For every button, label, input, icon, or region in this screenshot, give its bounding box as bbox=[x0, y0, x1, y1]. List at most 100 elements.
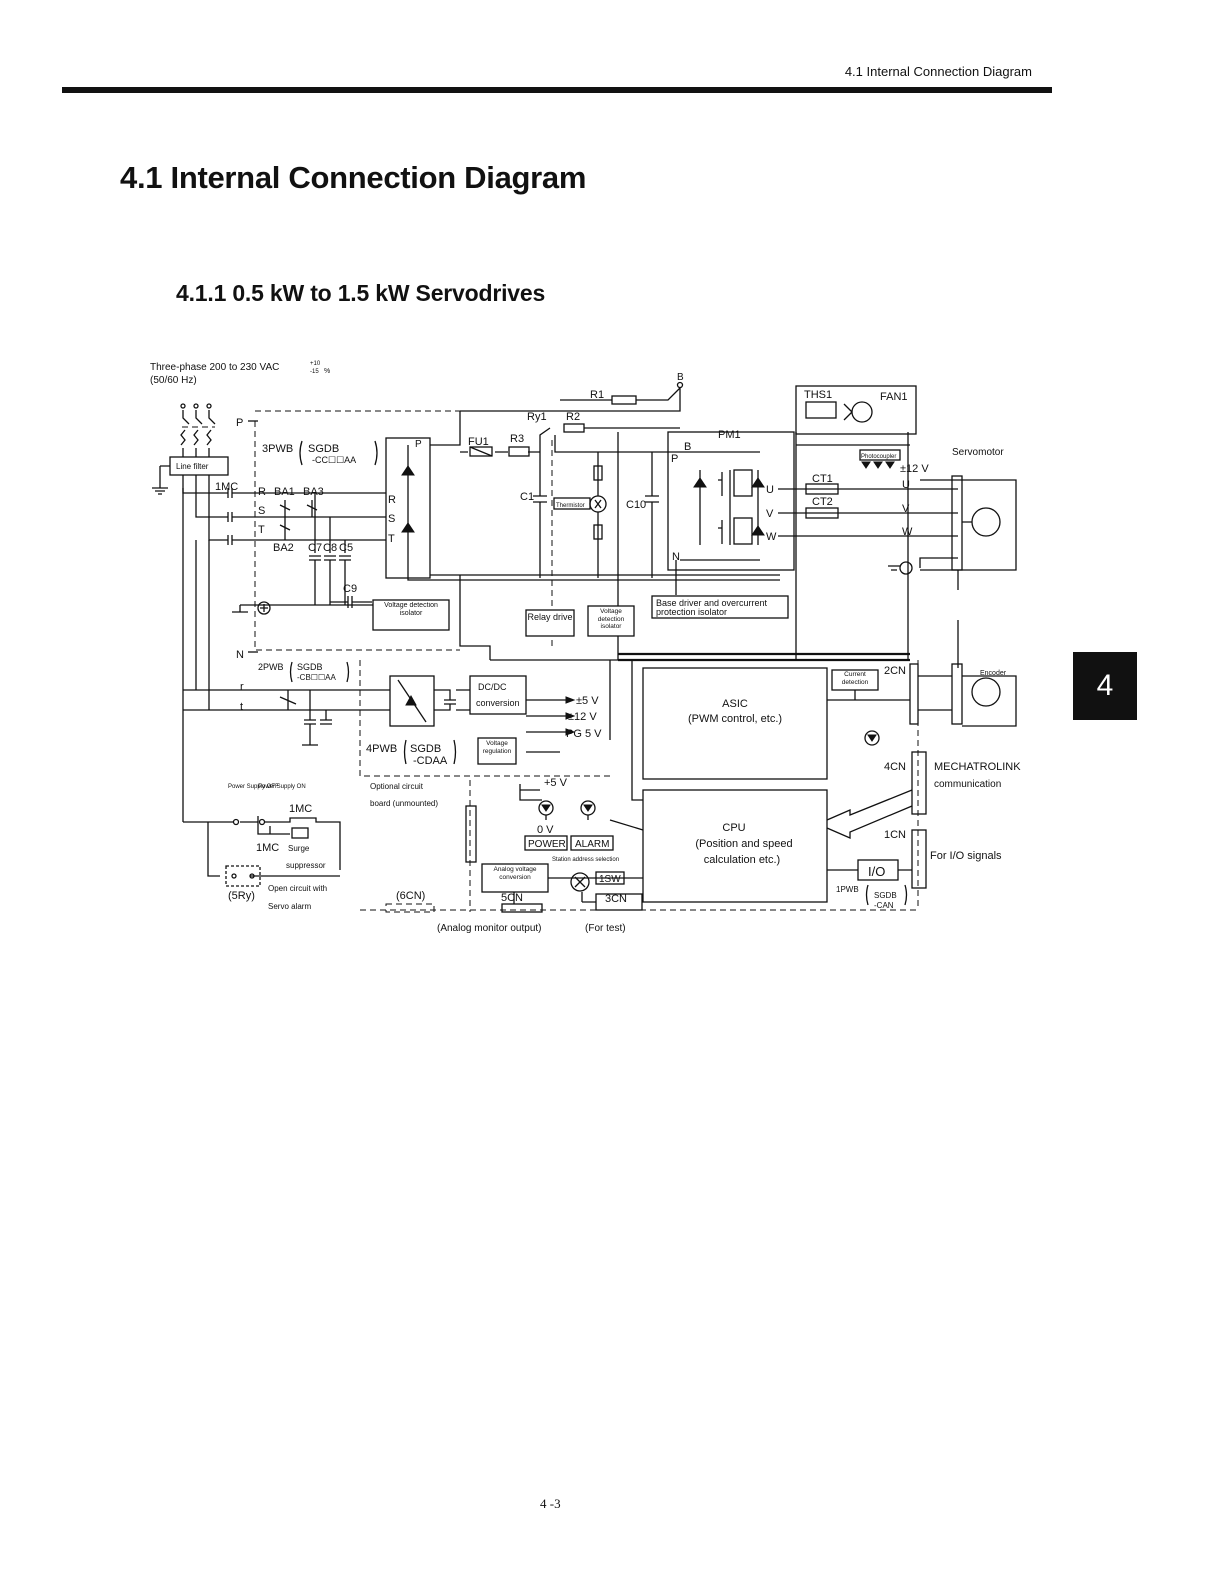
bridge-S: S bbox=[388, 513, 395, 525]
pwb1-b: SGDB bbox=[874, 891, 897, 900]
analog-monitor-label: (Analog monitor output) bbox=[437, 923, 542, 934]
c9-label: C9 bbox=[343, 583, 357, 595]
ry1-label: Ry1 bbox=[527, 411, 547, 423]
voltage-detection-isolator-2-label: Voltage detection isolator bbox=[597, 608, 625, 630]
running-header: 4.1 Internal Connection Diagram bbox=[844, 64, 1032, 79]
alarm-indicator bbox=[570, 835, 614, 851]
cn4-connector bbox=[911, 751, 927, 815]
station-address-label: Station address selection bbox=[552, 857, 619, 863]
pwb3-c: -CC☐☐AA bbox=[312, 455, 356, 465]
mc1-contact-label: 1MC bbox=[289, 803, 312, 815]
pwb1-c: -CAN bbox=[874, 901, 894, 910]
r-label: r bbox=[240, 681, 244, 693]
resistor-r3 bbox=[508, 446, 530, 457]
r2-label: R2 bbox=[566, 411, 580, 423]
page-number: 4 -3 bbox=[540, 1496, 561, 1511]
power-indicator bbox=[524, 835, 568, 851]
thermal-switch-ths1 bbox=[805, 401, 837, 419]
bridge-R: R bbox=[388, 494, 396, 506]
mc1-label: 1MC bbox=[215, 481, 238, 493]
optional-label-2: board (unmounted) bbox=[370, 799, 438, 808]
r1-label: R1 bbox=[590, 389, 604, 401]
fu1-label: FU1 bbox=[468, 436, 489, 448]
subsection-title: 4.1.1 0.5 kW to 1.5 kW Servodrives bbox=[176, 280, 546, 306]
for-test-label: (For test) bbox=[585, 923, 626, 934]
servomotor-label: Servomotor bbox=[952, 447, 1004, 458]
chapter-tab: 4 bbox=[1073, 652, 1137, 720]
ct2-label: CT2 bbox=[812, 496, 833, 508]
out-5v-label: ±5 V bbox=[576, 695, 599, 707]
resistor-r2 bbox=[563, 423, 585, 433]
cn4-label: 4CN bbox=[884, 761, 906, 773]
servomotor-icon bbox=[971, 507, 1001, 537]
supply-tol-upper: +10 bbox=[310, 361, 321, 367]
header-rule bbox=[62, 87, 1052, 93]
cpu-label-2: (Position and speed bbox=[695, 838, 792, 850]
open-circuit-label-2: Servo alarm bbox=[268, 902, 311, 911]
relay-drive-box bbox=[525, 609, 575, 637]
out-12v-label: ±12 V bbox=[568, 711, 597, 723]
alarm-indicator-label: ALARM bbox=[575, 839, 609, 850]
surge-label: Surge bbox=[288, 844, 310, 853]
fuse-fu1 bbox=[469, 446, 493, 457]
suppressor-label: suppressor bbox=[286, 861, 326, 870]
c1-label: C1 bbox=[520, 491, 534, 503]
pwb3-a: 3PWB bbox=[262, 443, 293, 455]
encoder-icon bbox=[971, 677, 1001, 707]
line-filter-label: Line filter bbox=[176, 462, 209, 471]
pwb4-c: -CDAA bbox=[413, 755, 448, 767]
voltage-regulation-box bbox=[477, 737, 517, 765]
analog-voltage-conversion-label: Analog voltage conversion bbox=[493, 866, 537, 881]
ry5-label: (5Ry) bbox=[228, 890, 255, 902]
R-phase-label: R bbox=[258, 486, 266, 498]
pwb3-b: SGDB bbox=[308, 443, 339, 455]
analog-voltage-conversion-box bbox=[481, 863, 549, 893]
voltage-detection-isolator-2 bbox=[587, 605, 635, 637]
cn2-label: 2CN bbox=[884, 665, 906, 677]
fan-enclosure bbox=[795, 385, 917, 435]
B-terminal-label: B bbox=[677, 372, 684, 383]
mc1-coil bbox=[291, 827, 309, 839]
cn3-label: 3CN bbox=[605, 893, 627, 905]
pm1-label: PM1 bbox=[718, 429, 741, 441]
power-module-pm1 bbox=[667, 431, 795, 571]
io-box-label: I/O bbox=[868, 864, 885, 879]
mechatrolink-label-1: MECHATROLINK bbox=[934, 761, 1021, 773]
encoder-label: Encoder bbox=[980, 670, 1007, 677]
pwb4-b: SGDB bbox=[410, 743, 441, 755]
photocoupler-label: Photocoupler bbox=[861, 454, 896, 460]
asic-block bbox=[642, 667, 828, 780]
dcdc-label-1: DC/DC bbox=[478, 682, 507, 692]
mc1-coil-label: 1MC bbox=[256, 842, 279, 854]
plus5v-label: +5 V bbox=[544, 777, 568, 789]
power-indicator-label: POWER bbox=[528, 839, 566, 850]
P-label: P bbox=[236, 417, 243, 429]
pwb2-a: 2PWB bbox=[258, 662, 284, 672]
pm1-B-label: B bbox=[684, 441, 691, 453]
pm1-W-label: W bbox=[766, 531, 777, 543]
base-driver-box bbox=[651, 595, 789, 619]
supply-tol-lower: -15 bbox=[310, 369, 319, 375]
mechatrolink-label-2: communication bbox=[934, 779, 1001, 790]
section-title: 4.1 Internal Connection Diagram bbox=[120, 160, 587, 195]
c10-label: C10 bbox=[626, 499, 646, 511]
cn5-label: 5CN bbox=[501, 892, 523, 904]
asic-label-2: (PWM control, etc.) bbox=[688, 713, 782, 725]
fan1-label: FAN1 bbox=[880, 391, 908, 403]
breaker-symbols bbox=[180, 403, 216, 446]
plus12v-top-label: ±12 V bbox=[900, 463, 929, 475]
bridge-P: P bbox=[415, 439, 422, 450]
optional-board-connector bbox=[465, 805, 477, 863]
N-label: N bbox=[236, 649, 244, 661]
ths1-label: THS1 bbox=[804, 389, 832, 401]
pm1-N-label: N bbox=[672, 551, 680, 563]
rotary-switch-icon bbox=[570, 872, 590, 892]
dcdc-converter-box bbox=[469, 675, 527, 715]
cn5-connector bbox=[501, 903, 543, 913]
power-supply-on-label: Power Supply ON bbox=[258, 784, 306, 790]
out-V-label: V bbox=[902, 503, 910, 515]
cpu-label-1: CPU bbox=[722, 822, 745, 834]
supply-line2: (50/60 Hz) bbox=[150, 375, 197, 386]
pwb1-a: 1PWB bbox=[836, 885, 859, 894]
